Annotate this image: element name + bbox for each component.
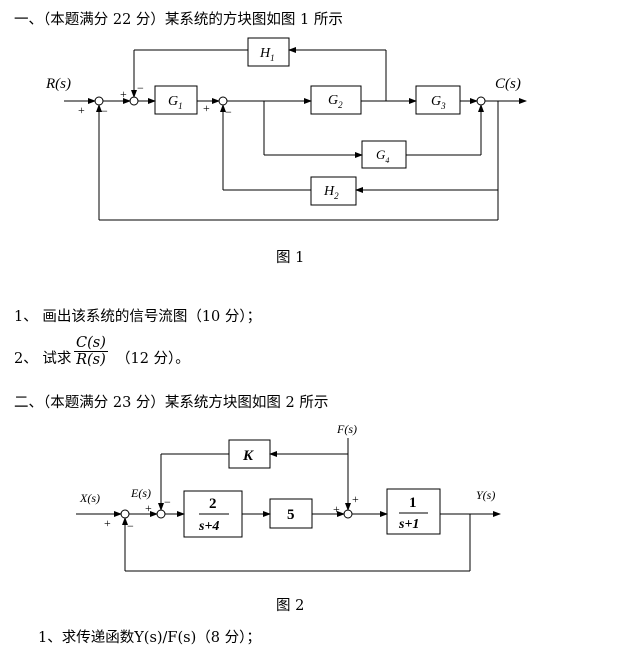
- sign-j2-plus: +: [120, 87, 127, 101]
- block-diagram-2: X(s) E(s) F(s) Y(s) K 2 s+4 5 1 s+1 + − …: [76, 422, 501, 572]
- label-g3: G3: [431, 94, 446, 111]
- sum-junction-4: [476, 96, 486, 106]
- label-b1-num: 2: [209, 496, 217, 512]
- label-b1-den: s+4: [198, 519, 219, 534]
- output-label-y: Y(s): [476, 488, 495, 502]
- sign-c-plus-left: +: [333, 502, 340, 516]
- label-g2: G2: [328, 93, 343, 110]
- sign-j2-minus: −: [137, 81, 144, 95]
- block-2-over-s4: [183, 490, 243, 538]
- problem1-heading: 一、（本题满分 22 分）某系统的方块图如图 1 所示: [14, 12, 343, 28]
- transfer-fraction: C(s) R(s): [74, 335, 108, 368]
- figure1-caption: 图 1: [276, 250, 305, 266]
- sign-j1-plus: +: [78, 103, 85, 117]
- problem1-question-1: 1、 画出该系统的信号流图（10 分）；: [14, 309, 262, 325]
- label-g4: G4: [376, 147, 389, 165]
- label-b3-den: s+1: [398, 517, 419, 532]
- disturbance-label-f: F(s): [336, 422, 357, 436]
- figure2-caption: 图 2: [276, 598, 305, 614]
- fraction-numerator: C(s): [74, 335, 108, 352]
- problem1-question-2-prefix: 2、 试求: [14, 351, 72, 367]
- block-g1: [154, 85, 198, 115]
- sum-junction-1: [94, 96, 104, 106]
- problem2-heading: 二、（本题满分 23 分）某系统方块图如图 2 所示: [14, 395, 329, 411]
- problem2-question-1: 1、求传递函数Y(s)/F(s)（8 分）；: [38, 630, 261, 646]
- label-h1: H1: [259, 46, 275, 63]
- output-label-c: C(s): [495, 76, 521, 92]
- label-g1: G1: [168, 94, 183, 111]
- sign-j3-minus: −: [225, 105, 232, 119]
- block-diagram-1: R(s) C(s) H1 G1 G2 G3 G4 H2 + − + − + −: [45, 37, 527, 221]
- sum-junction-c: [343, 509, 353, 519]
- sign-a-plus: +: [104, 516, 111, 530]
- label-b3-num: 1: [409, 495, 417, 511]
- input-label-r: R(s): [45, 76, 71, 92]
- problem1-question-2-suffix: （12 分）。: [116, 351, 190, 367]
- label-k: K: [242, 448, 254, 464]
- block-k: [228, 439, 271, 469]
- sum-junction-3: [218, 96, 228, 106]
- sum-junction-a: [120, 509, 130, 519]
- block-g4: [361, 140, 407, 169]
- sign-j1-minus: −: [101, 104, 108, 118]
- label-b2: 5: [287, 507, 295, 523]
- block-5: [269, 498, 313, 529]
- error-label-e: E(s): [130, 486, 151, 500]
- fraction-denominator: R(s): [76, 352, 106, 368]
- input-label-x: X(s): [79, 491, 100, 505]
- sum-junction-b: [156, 509, 166, 519]
- sign-a-minus: −: [127, 519, 134, 533]
- label-h2: H2: [323, 184, 339, 201]
- block-h2: [310, 176, 357, 206]
- sign-b-minus: −: [164, 495, 171, 509]
- sign-j3-plus: +: [203, 101, 210, 115]
- block-g2: [310, 85, 362, 115]
- block-1-over-s1: [386, 488, 441, 535]
- sign-b-plus: +: [145, 501, 152, 515]
- sign-c-plus-top: +: [352, 492, 359, 506]
- sum-junction-2: [129, 96, 139, 106]
- block-h1: [247, 37, 290, 67]
- block-g3: [415, 85, 461, 115]
